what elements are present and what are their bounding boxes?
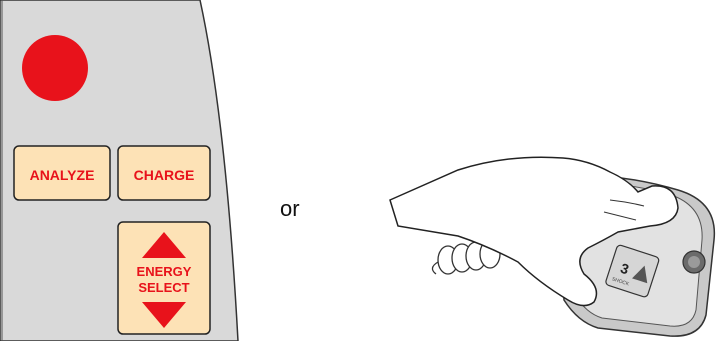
- red-indicator-light: [22, 35, 88, 101]
- analyze-button[interactable]: ANALYZE: [14, 146, 110, 200]
- analyze-button-label: ANALYZE: [30, 167, 95, 183]
- energy-select-label-line2: SELECT: [138, 280, 189, 295]
- charge-button-label: CHARGE: [134, 167, 195, 183]
- charge-button[interactable]: CHARGE: [118, 146, 210, 200]
- energy-select-label-line1: ENERGY: [137, 264, 192, 279]
- defibrillator-panel: ANALYZE CHARGE ENERGY SELECT: [0, 0, 240, 341]
- paddle-illustration: 3 SHOCK: [388, 150, 718, 341]
- or-separator: or: [280, 196, 300, 222]
- energy-select-button[interactable]: ENERGY SELECT: [118, 222, 210, 334]
